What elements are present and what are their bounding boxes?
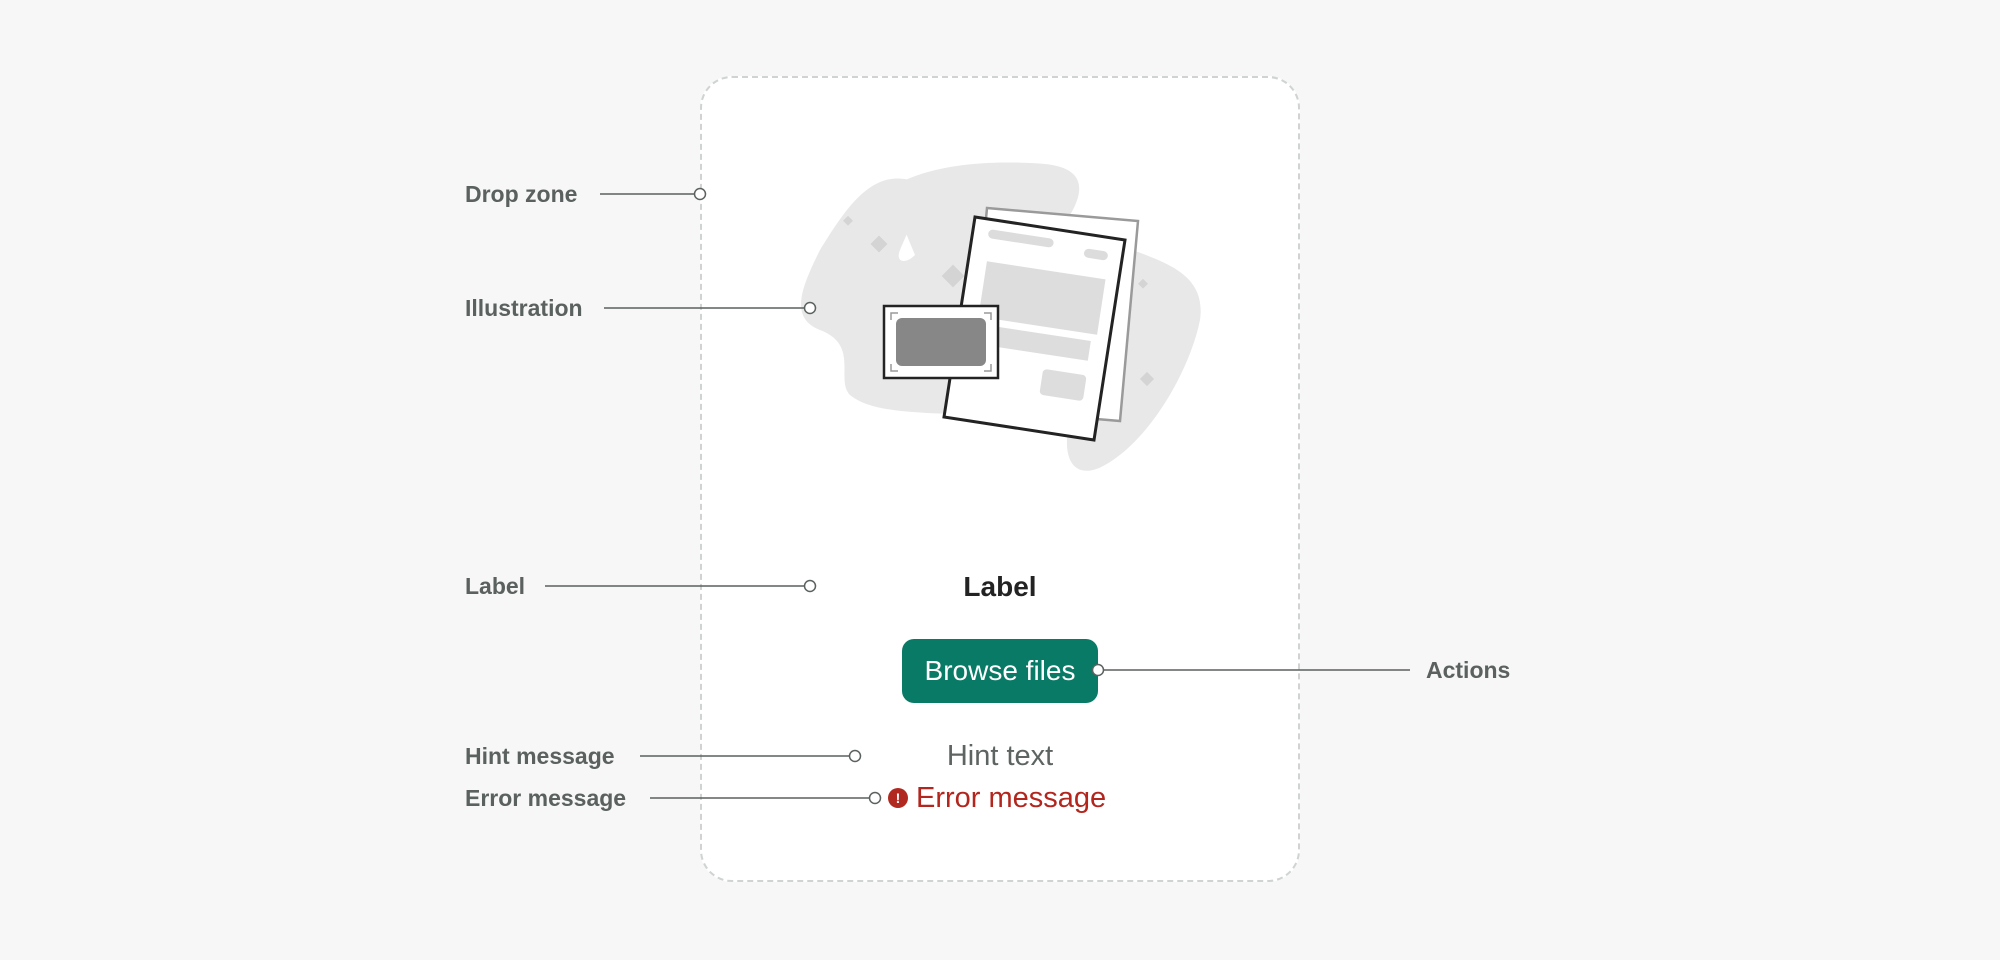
doc-chip <box>1039 369 1087 401</box>
doc-line <box>1084 248 1108 261</box>
doc-block <box>978 261 1106 335</box>
leader-dot-hint <box>848 749 862 763</box>
scan-corner <box>890 312 898 320</box>
annotation-illustration: Illustration <box>465 295 583 321</box>
annotation-label: Label <box>465 573 526 599</box>
scan-corner <box>984 364 992 372</box>
dropzone-label: Label <box>963 571 1037 602</box>
sparkle <box>941 264 965 288</box>
doc-line <box>988 229 1054 248</box>
doc-line <box>971 323 1091 361</box>
error-circle-icon: ! <box>888 788 908 808</box>
scan-card-inner <box>896 318 986 366</box>
sparkle <box>870 235 888 253</box>
leader-dot-actions <box>1091 663 1105 677</box>
leader-dot-error <box>868 791 882 805</box>
error-message-row: ! Error message <box>888 781 1106 815</box>
sparkle <box>1139 371 1155 387</box>
hint-text: Hint text <box>946 740 1054 772</box>
annotation-hint-message: Hint message <box>465 743 615 769</box>
annotation-drop-zone: Drop zone <box>465 181 578 207</box>
leader-dot-label <box>803 579 817 593</box>
scan-corner <box>984 312 992 320</box>
annotation-actions: Actions <box>1426 657 1511 683</box>
error-text: Error message <box>916 781 1107 814</box>
leader-dot-illustration <box>803 301 817 315</box>
sparkle <box>843 215 853 226</box>
annotation-error-message: Error message <box>465 785 627 811</box>
browse-files-button[interactable]: Browse files <box>902 639 1098 703</box>
leader-dot-drop-zone <box>693 187 707 201</box>
sparkle <box>1138 278 1148 289</box>
scan-corner <box>890 364 898 372</box>
